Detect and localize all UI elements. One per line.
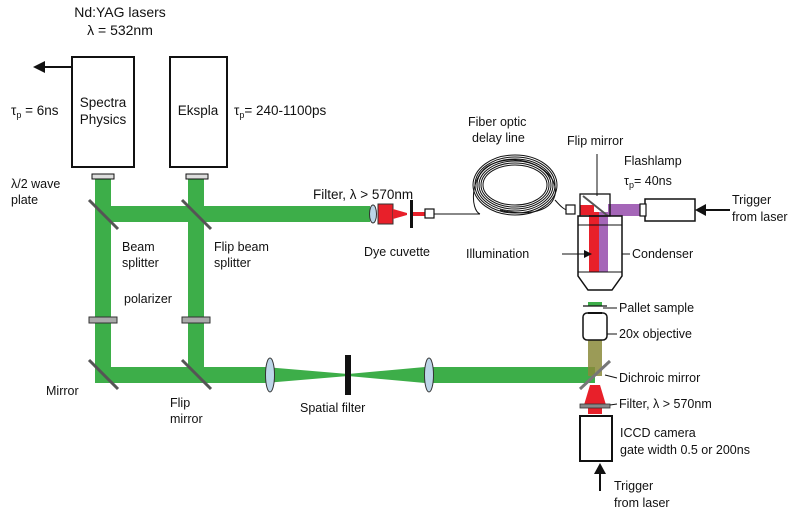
flip-beam-splitter-label-2: splitter [214,256,251,270]
lens-1 [265,357,275,393]
mirror-label: Mirror [46,384,79,398]
spectra-label-1: Spectra [80,95,127,110]
leader-lines [562,154,630,406]
filter-bottom [579,403,611,409]
trigger-top-label-1: Trigger [732,193,771,207]
microscope-beams [580,204,644,414]
header-title: Nd:YAG lasers [74,4,166,20]
beam-red-through-filter [588,408,602,414]
beam-red-illumination [589,212,599,272]
filter-top-label: Filter, λ > 570nm [313,187,413,202]
trigger-top-arrowhead [695,204,706,216]
camera-label-2: gate width 0.5 or 200ns [620,443,750,457]
fiber-label-2: delay line [472,131,525,145]
condenser-label: Condenser [632,247,693,261]
beam-converging [265,367,348,383]
dye-cuvette-label: Dye cuvette [364,245,430,259]
trigger-bottom-label-1: Trigger [614,479,653,493]
flip-mirror-bottom [180,358,213,391]
dichroic-mirror [578,359,612,391]
iccd-camera [579,415,613,462]
beam-vertical-spectra [95,178,111,378]
spatial-filter-pinhole [345,355,351,395]
green-beam-paths [95,178,595,383]
ekspla-pulse-width: τp= 240-1100ps [234,103,327,120]
flip-beam-splitter [180,198,213,231]
objective-body [582,312,608,341]
spectra-output-arrow [33,61,72,73]
spectra-pulse-width: τp = 6ns [11,103,59,120]
beam-red-fiber-out [580,205,594,215]
fiber-delay-line [434,154,569,216]
flashlamp-box [644,198,696,222]
flashlamp-nozzle [639,203,647,217]
fiber-label-1: Fiber optic [468,115,526,129]
trigger-top-label-2: from laser [732,210,788,224]
polarizer-label: polarizer [124,292,172,306]
polarizer-left [88,316,118,324]
pallet-sample-label: Pallet sample [619,301,694,315]
flashlamp-label: Flashlamp [624,154,682,168]
trigger-bottom-label-2: from laser [614,496,670,510]
fiber-coupler-left [424,208,435,219]
beam-diverging [348,367,425,383]
illumination-label: Illumination [466,247,529,261]
cuvette-lens [369,204,377,224]
spectra-output-port [91,173,115,180]
beam-splitter-label-1: Beam [122,240,155,254]
condenser-body [577,215,623,291]
beam-purple-illumination [599,212,608,272]
flip-mirror-bottom-label-2: mirror [170,412,203,426]
spatial-filter-label: Spatial filter [300,401,365,415]
pallet-sample [588,302,602,306]
flashlamp-pulse-width: τp= 40ns [624,174,672,190]
red-beam-to-fiber [413,212,425,216]
mirror-bottom-left [87,358,120,391]
beam-splitter-label-2: splitter [122,256,159,270]
waveplate-label-1: λ/2 wave [11,177,60,191]
beam-purple-flashlamp [608,204,644,216]
ekspla-label: Ekspla [178,103,219,118]
dye-fluorescence-beam [393,209,407,219]
beam-olive-up [588,340,602,376]
dye-cuvette [377,203,394,225]
header-wavelength: λ = 532nm [87,22,153,38]
waveplate-label-2: plate [11,193,38,207]
dichroic-label: Dichroic mirror [619,371,700,385]
spectra-physics-laser-box [71,56,135,168]
beam-horizontal-upper [95,206,370,222]
filter-bottom-label: Filter, λ > 570nm [619,397,712,411]
leader-arrowhead-illumination [584,250,592,258]
ekspla-output-port [185,173,209,180]
flip-mirror-bottom-label-1: Flip [170,396,190,410]
polarizer-right [181,316,211,324]
trigger-bottom-arrowhead [594,463,606,474]
ekspla-laser-box [169,56,228,168]
beam-red-to-filter [584,385,606,405]
beam-to-dichroic [425,367,595,383]
camera-label-1: ICCD camera [620,426,696,440]
lens-2 [424,357,434,393]
beam-splitter [87,198,120,231]
beam-vertical-ekspla [188,178,204,378]
fiber-coupler-right [565,204,576,215]
flip-beam-splitter-label-1: Flip beam [214,240,269,254]
objective-label: 20x objective [619,327,692,341]
filter-top [410,200,413,228]
flip-mirror-top-label: Flip mirror [567,134,623,148]
flip-mirror-top-element [582,195,609,217]
beam-horizontal-lower [95,367,265,383]
spectra-label-2: Physics [80,112,127,127]
